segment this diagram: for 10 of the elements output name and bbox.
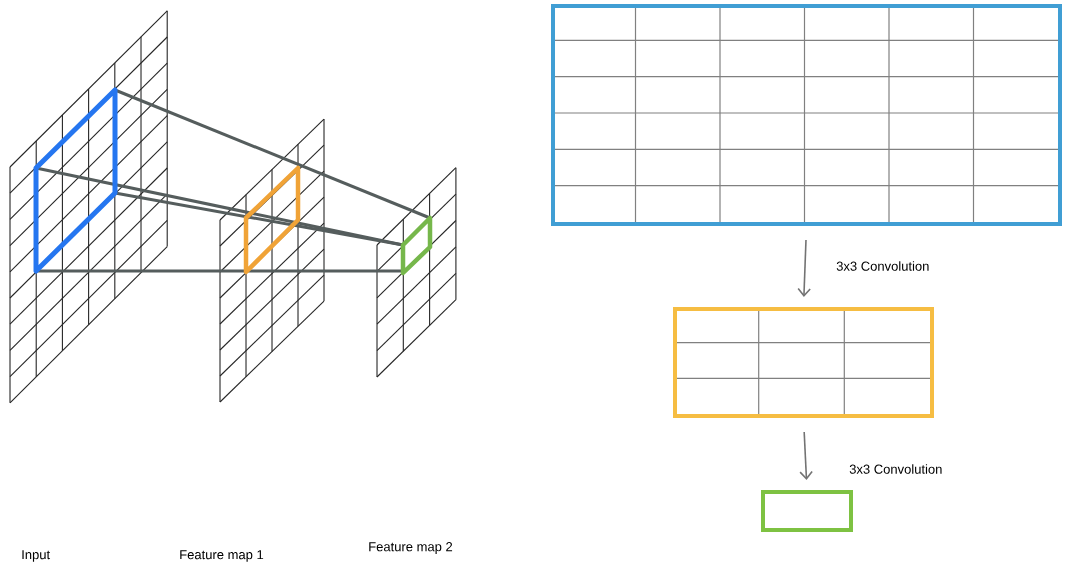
edge-label: 3x3 Convolution: [835, 260, 931, 272]
edge-label: 3x3 Convolution: [848, 463, 944, 475]
layer-label: Feature map 2: [369, 542, 453, 554]
feature-map-grid: [673, 307, 934, 418]
output-cell: [761, 490, 853, 532]
layer-label: Input: [22, 550, 50, 562]
layer-label: Feature map 1: [180, 550, 264, 562]
input-grid: [551, 4, 1062, 226]
arrow: [797, 239, 811, 297]
arrow: [799, 431, 813, 480]
